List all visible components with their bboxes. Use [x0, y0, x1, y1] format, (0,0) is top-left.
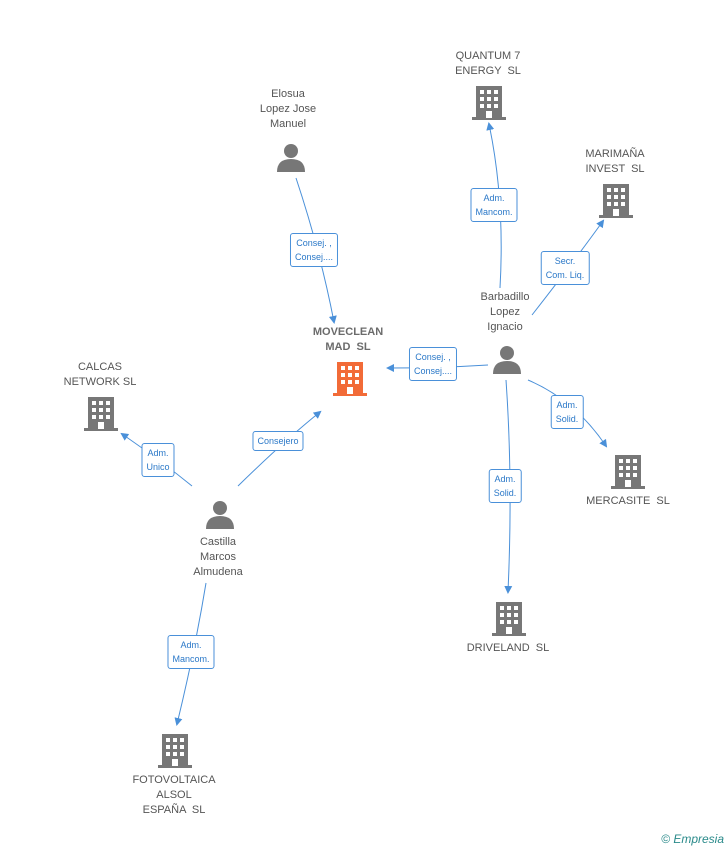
person-icon — [493, 346, 521, 374]
role-badge-barbadillo-driveland: Adm. Solid. — [488, 469, 522, 503]
role-badge-barbadillo-mercasite: Adm. Solid. — [550, 395, 584, 429]
building-icon-highlight — [333, 362, 367, 396]
role-badge-barbadillo-moveclean: Consej. , Consej.... — [408, 347, 458, 381]
building-icon — [84, 397, 118, 431]
node-label-castilla[interactable]: Castilla Marcos Almudena — [193, 536, 243, 578]
role-badge-barbadillo-marimana: Secr. Com. Liq. — [540, 251, 590, 285]
node-label-elosua[interactable]: Elosua Lopez Jose Manuel — [259, 88, 317, 130]
role-badge-castilla-moveclean: Consejero — [252, 431, 304, 451]
node-label-fotovoltaica[interactable]: FOTOVOLTAICA ALSOL ESPAÑA SL — [132, 774, 216, 816]
node-label-quantum[interactable]: QUANTUM 7 ENERGY SL — [455, 50, 521, 77]
role-badge-castilla-calcas: Adm. Unico — [141, 443, 175, 477]
node-label-mercasite[interactable]: MERCASITE SL — [586, 495, 670, 507]
node-label-driveland[interactable]: DRIVELAND SL — [466, 642, 550, 654]
brand-logo: © Empresia — [661, 832, 724, 846]
building-icon — [492, 602, 526, 636]
person-icon — [206, 501, 234, 529]
role-badge-barbadillo-quantum: Adm. Mancom. — [470, 188, 518, 222]
building-icon — [158, 734, 192, 768]
person-icon — [277, 144, 305, 172]
role-badge-elosua-moveclean: Consej. , Consej.... — [289, 233, 339, 267]
node-label-marimana[interactable]: MARIMAÑA INVEST SL — [585, 148, 645, 175]
building-icon — [599, 184, 633, 218]
node-label-barbadillo[interactable]: Barbadillo Lopez Ignacio — [480, 291, 530, 333]
node-label-moveclean[interactable]: MOVECLEAN MAD SL — [312, 326, 384, 353]
building-icon — [472, 86, 506, 120]
building-icon — [611, 455, 645, 489]
node-label-calcas[interactable]: CALCAS NETWORK SL — [63, 361, 137, 388]
role-badge-castilla-fotovoltaica: Adm. Mancom. — [167, 635, 215, 669]
